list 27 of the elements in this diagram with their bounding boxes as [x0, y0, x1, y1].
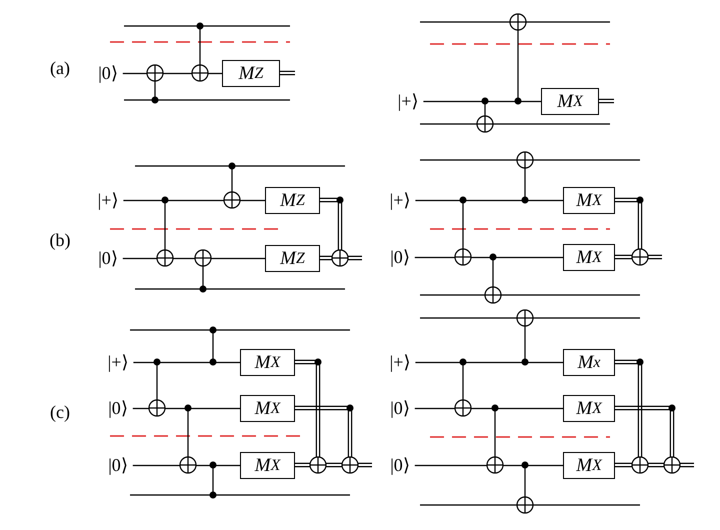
- qubit-wire: [132, 464, 240, 466]
- qubit-wire: [415, 200, 563, 202]
- ket-label: |0⟩: [98, 64, 118, 82]
- qubit-wire: [423, 100, 541, 102]
- ket-label: |0⟩: [390, 248, 410, 266]
- panel-label: (a): [50, 59, 70, 77]
- qubit-wire: [132, 408, 240, 410]
- panel-label: (b): [50, 231, 70, 249]
- qubit-wire: [414, 256, 563, 258]
- ket-label: |0⟩: [98, 249, 118, 267]
- ket-label: |+⟩: [108, 353, 128, 371]
- ket-label: |0⟩: [108, 399, 128, 417]
- ket-label: |+⟩: [390, 191, 410, 209]
- qubit-wire: [123, 200, 265, 202]
- ket-label: |0⟩: [390, 456, 410, 474]
- ket-label: |+⟩: [398, 92, 418, 110]
- qubit-wire: [414, 408, 563, 410]
- ket-label: |+⟩: [98, 191, 118, 209]
- qubit-wire: [133, 362, 240, 364]
- qubit-wire: [414, 464, 563, 466]
- ket-label: |0⟩: [108, 456, 128, 474]
- panel-label: (c): [50, 403, 70, 421]
- qubit-wire: [122, 72, 222, 74]
- qubit-wire: [415, 362, 563, 364]
- qubit-wire: [122, 258, 265, 260]
- ket-label: |0⟩: [390, 399, 410, 417]
- ket-label: |+⟩: [390, 353, 410, 371]
